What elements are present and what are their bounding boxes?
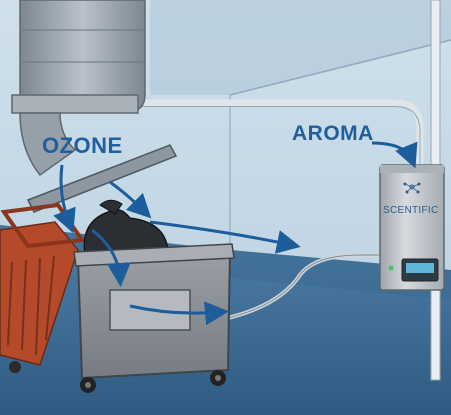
aroma-arrow xyxy=(371,141,418,169)
device-top xyxy=(380,165,444,173)
aroma-pipe-edge xyxy=(140,106,421,169)
duct-collar xyxy=(11,94,139,114)
screen-readout xyxy=(406,263,434,273)
scent-diffuser-device[interactable]: SCENTIFIC xyxy=(379,164,445,291)
ozone-airflow-arrows xyxy=(53,164,301,326)
power-indicator xyxy=(388,265,394,271)
device-cable-edge xyxy=(227,254,385,319)
aroma-label: AROMA xyxy=(292,122,374,145)
red-bin xyxy=(0,202,86,373)
duct-elbow xyxy=(19,112,77,177)
device-brand-label: SCENTIFIC xyxy=(383,205,438,216)
ozone-label: OZONE xyxy=(42,133,123,158)
dumpster xyxy=(73,243,235,393)
molecule-icon xyxy=(403,182,421,194)
ceiling-edge xyxy=(229,39,451,96)
ceiling xyxy=(150,0,451,95)
